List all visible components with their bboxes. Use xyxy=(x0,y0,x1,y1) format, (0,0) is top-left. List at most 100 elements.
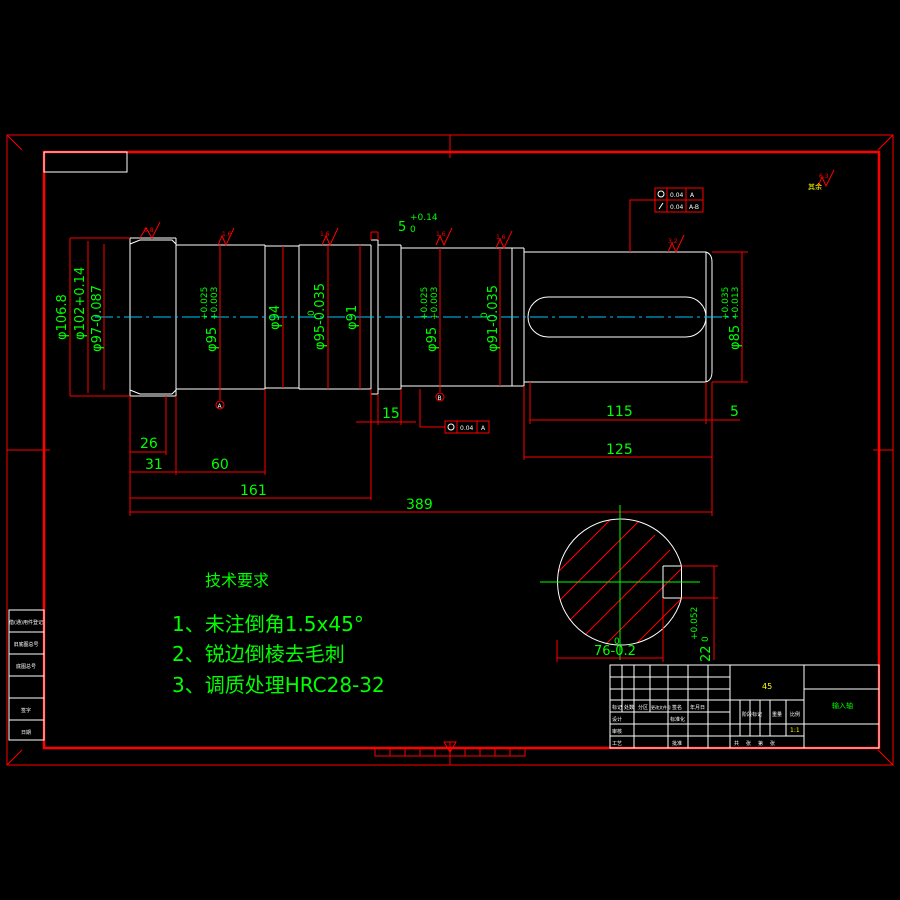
dim-389: 389 xyxy=(406,497,433,513)
dim-15: 15 xyxy=(382,406,400,422)
tb-cell: 工艺 xyxy=(612,741,622,747)
corner-tick xyxy=(6,749,23,766)
tb-cell: 处数 xyxy=(624,704,634,711)
notes-title: 技术要求 xyxy=(205,571,269,590)
side-label: 日期 xyxy=(21,730,31,736)
tb-cell: 更改文件号 xyxy=(651,704,671,710)
roughness-symbol xyxy=(139,221,161,240)
drawing-code-box xyxy=(43,151,128,173)
tb-cell: 阶段标记 xyxy=(742,711,762,718)
roughness-value: 1.6 xyxy=(320,231,330,238)
dim-115: 115 xyxy=(606,404,633,420)
side-label: 签字 xyxy=(21,707,31,714)
dim-phi97: φ97-0.087 xyxy=(90,285,105,352)
dim-phi95-c-tol-up: +0.025 xyxy=(420,287,430,320)
orientation-mark xyxy=(443,741,457,753)
dim-5: 5 xyxy=(730,404,739,420)
tol-ref: A xyxy=(690,192,695,199)
tolerance-frame-top: 0.04 A 0.04 A-B xyxy=(629,187,704,252)
tb-cell: 签名 xyxy=(672,704,682,711)
roughness-symbol xyxy=(495,230,513,250)
corner-tick xyxy=(877,134,894,151)
dim-125: 125 xyxy=(606,442,633,458)
roughness-value: 0.8 xyxy=(144,227,154,234)
roughness-symbols: 0.8 1.6 1.6 1.6 1.6 3.2 6.3 其余 xyxy=(139,169,835,254)
tb-cell: 比例 xyxy=(790,711,800,718)
dim-phi95-b: φ95-0.035 xyxy=(313,283,328,350)
tb-cell: 批准 xyxy=(672,740,682,747)
tb-cell: 设计 xyxy=(612,716,622,723)
note-item: 1、未注倒角1.5x45° xyxy=(172,612,364,636)
dim-60: 60 xyxy=(211,457,229,473)
dim-26: 26 xyxy=(140,436,158,452)
diameter-dim-lines xyxy=(69,237,748,397)
roughness-other-label: 其余 xyxy=(808,182,822,191)
datum-b: B xyxy=(438,395,442,402)
side-label: 借(通)用件登记 xyxy=(9,619,43,626)
roughness-value: 6.3 xyxy=(819,173,829,180)
dim-phi91-b-tol: 0 xyxy=(480,312,490,318)
roughness-value: 1.6 xyxy=(496,234,506,241)
dim-31: 31 xyxy=(145,457,163,473)
roughness-symbol-other xyxy=(817,169,835,188)
tb-cell: 张 xyxy=(770,740,775,747)
roughness-symbol xyxy=(217,227,235,247)
dim-key-width: 22 xyxy=(699,645,714,662)
dim-groove: 5 xyxy=(398,220,406,235)
material: 45 xyxy=(762,682,772,691)
dim-phi85-tol-lo: +0.013 xyxy=(731,287,741,320)
dim-phi95-a-tol-lo: +0.003 xyxy=(210,287,220,320)
dim-groove-tol-up: +0.14 xyxy=(410,213,438,223)
roughness-symbol xyxy=(435,227,453,247)
dim-phi91: φ91 xyxy=(345,305,360,330)
roughness-symbol xyxy=(321,227,339,247)
dim-phi91-b: φ91-0.035 xyxy=(486,285,501,352)
tb-cell: 第 xyxy=(758,740,763,747)
keyway-slot xyxy=(527,296,707,338)
corner-tick xyxy=(877,749,894,766)
roughness-value: 1.6 xyxy=(436,231,446,238)
dim-phi106: φ106.8 xyxy=(55,294,70,340)
dim-161: 161 xyxy=(240,483,267,499)
dim-phi85: φ85 xyxy=(728,325,743,350)
tb-cell: 共 xyxy=(734,740,739,747)
dim-groove-tol-lo: 0 xyxy=(410,225,416,235)
length-dimensions xyxy=(129,382,740,516)
dim-key-depth-tol: 0 xyxy=(614,637,620,647)
tb-cell: 重量 xyxy=(772,711,782,718)
dim-key-depth: 76-0.2 xyxy=(594,644,636,659)
tolerance-frame-bottom: 0.04 A xyxy=(419,389,490,434)
tb-cell: 标准化 xyxy=(670,716,685,723)
keyway-section-view: 76-0.2 0 22 +0.052 0 xyxy=(540,505,718,662)
roughness-symbol xyxy=(667,234,685,254)
tb-cell: 标记 xyxy=(612,704,622,711)
inner-frame xyxy=(42,150,881,750)
dim-phi85-tol-up: +0.035 xyxy=(721,287,731,320)
dim-phi95-c-tol-lo: +0.003 xyxy=(430,287,440,320)
tb-cell: 年月日 xyxy=(690,704,705,711)
tol-ref: A xyxy=(481,425,486,432)
dim-phi95-a: φ95 xyxy=(205,327,220,352)
note-item: 2、锐边倒棱去毛刺 xyxy=(172,642,345,666)
datum-markers: A B xyxy=(215,386,445,410)
dim-key-width-tol-lo: 0 xyxy=(701,636,711,642)
roughness-value: 3.2 xyxy=(668,238,678,245)
part-name: 输入轴 xyxy=(832,701,853,710)
tol-value: 0.04 xyxy=(670,192,684,199)
dim-phi94: φ94 xyxy=(268,305,283,330)
technical-notes: 技术要求 1、未注倒角1.5x45° 2、锐边倒棱去毛刺 3、调质处理HRC28… xyxy=(172,571,385,697)
dim-phi102: φ102+0.14 xyxy=(73,267,88,340)
bottom-scale-ruler xyxy=(374,747,526,757)
diameter-labels: φ106.8 φ102+0.14 φ97-0.087 φ95 +0.025 +0… xyxy=(55,267,743,352)
tb-cell: 分区 xyxy=(638,704,648,711)
side-label: 底图总号 xyxy=(16,663,36,670)
side-label: 旧底图总号 xyxy=(13,641,38,648)
title-block: 45 输入轴 1:1 标记 处数 分区 更改文件号 签名 年月日 设计 标准化 … xyxy=(609,664,880,749)
side-registration-strip: 借(通)用件登记 旧底图总号 底图总号 签字 日期 xyxy=(8,609,45,741)
tol-value: 0.04 xyxy=(460,425,474,432)
dim-key-width-tol-up: +0.052 xyxy=(690,607,700,640)
roughness-value: 1.6 xyxy=(222,231,232,238)
datum-a: A xyxy=(218,403,223,410)
length-labels: 26 31 60 161 389 15 115 5 125 xyxy=(140,404,739,513)
